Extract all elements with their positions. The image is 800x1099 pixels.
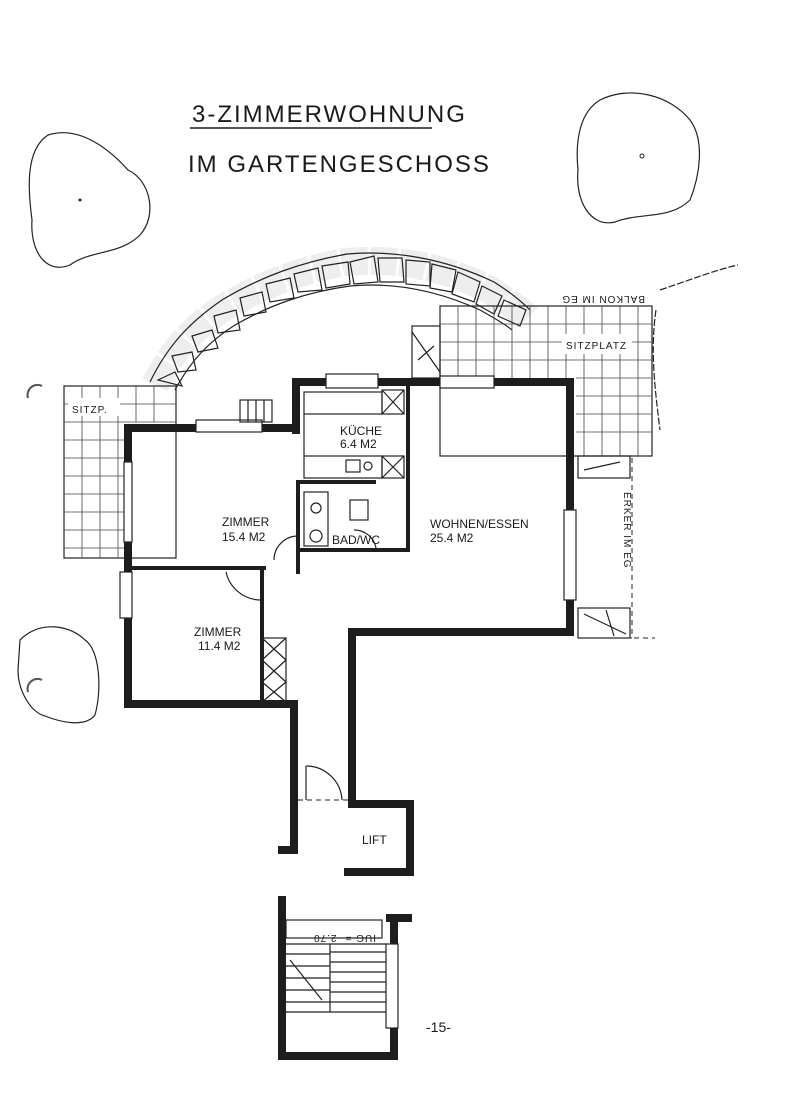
room-area-wohnen: 25.4 M2 [430, 531, 474, 545]
stair-level-label: IUG = -2.70 [313, 932, 376, 943]
room-area-zimmer-11: 11.4 M2 [198, 639, 241, 653]
binder-hole [26, 383, 43, 399]
room-area-kueche: 6.4 M2 [340, 437, 377, 451]
kitchen-fixtures [303, 389, 405, 479]
windows [119, 373, 577, 1029]
tree-top-right [576, 92, 700, 224]
stone-path [142, 246, 538, 392]
stairwell [285, 919, 386, 1013]
outdoor-steps-bottom [577, 607, 631, 639]
stone-path-outer [149, 252, 531, 383]
terrace-right [439, 305, 653, 457]
closet [261, 637, 287, 703]
plan-title-line2: IM GARTENGESCHOSS [188, 151, 491, 178]
door-swings [225, 529, 377, 801]
edge-stones [652, 264, 739, 431]
room-name-zimmer-15: ZIMMER [222, 515, 270, 529]
apartment-walls [124, 378, 574, 1060]
tree-top-left [28, 132, 151, 268]
tree-marker [639, 153, 645, 159]
plan-title-line1: 3-ZIMMERWOHNUNG [192, 101, 467, 128]
terrace-left [63, 385, 177, 559]
bathroom-fixtures [303, 491, 369, 547]
room-area-zimmer-15: 15.4 M2 [222, 530, 266, 544]
outdoor-steps-right [577, 455, 631, 479]
room-name-zimmer-11: ZIMMER [194, 625, 242, 639]
tree-marker [78, 198, 82, 202]
area-label-balkon: BALKON IM EG [561, 293, 645, 304]
area-label-erker: ERKER IM EG [621, 492, 632, 569]
binder-hole [26, 677, 43, 693]
page-number: -15- [426, 1019, 451, 1035]
vent-box [239, 399, 273, 423]
tree-left-middle [17, 626, 100, 724]
room-name-bad: BAD/WC [332, 533, 380, 547]
room-name-kueche: KÜCHE [340, 424, 382, 438]
outdoor-steps-top [411, 325, 441, 379]
room-name-lift: LIFT [362, 833, 387, 847]
area-label-sitzplatz: SITZPLATZ [566, 341, 627, 352]
room-name-wohnen: WOHNEN/ESSEN [430, 517, 529, 531]
area-label-sitzp: SITZP. [72, 405, 108, 416]
